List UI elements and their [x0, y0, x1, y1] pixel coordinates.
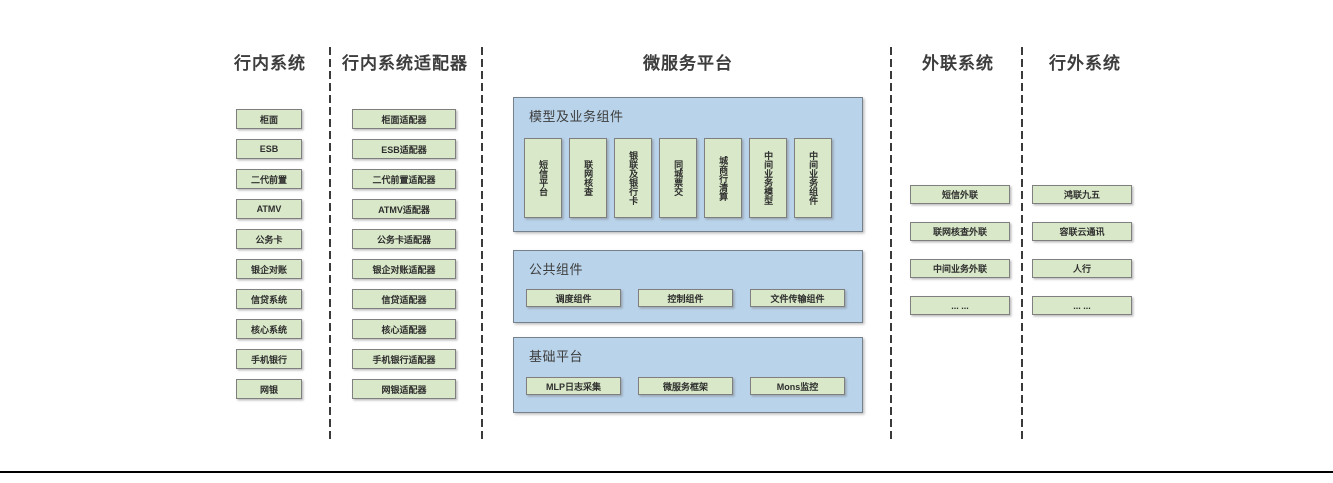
- model-component-list: 短信平台联网核查银联及银行卡同城票交城商行清算中间业务模型中间业务组件: [524, 138, 832, 218]
- outreach-system-list: 短信外联联网核查外联中间业务外联 ... ...: [910, 185, 1010, 315]
- bottom-rule-line: [0, 471, 1333, 473]
- public-component-node: 文件传输组件: [750, 289, 845, 307]
- outreach-system-node: ... ...: [910, 296, 1010, 315]
- inbank-system-node: ATMV: [236, 199, 302, 219]
- public-component-node: 控制组件: [638, 289, 733, 307]
- inbank-system-node: 网银: [236, 379, 302, 399]
- divider-line-3: [890, 47, 892, 443]
- column-header-adapters: 行内系统适配器: [342, 54, 468, 73]
- adapter-list: 柜面适配器 ESB适配器二代前置适配器 ATMV适配器公务卡适配器银企对账适配器信贷…: [352, 109, 456, 399]
- outbank-system-list: 鸿联九五容联云通讯人行 ... ...: [1032, 185, 1132, 315]
- outreach-system-node: 联网核查外联: [910, 222, 1010, 241]
- model-component-node: 联网核查: [569, 138, 607, 218]
- outreach-system-node: 中间业务外联: [910, 259, 1010, 278]
- inbank-system-node: ESB: [236, 139, 302, 159]
- adapter-node: 手机银行适配器: [352, 349, 456, 369]
- outbank-system-node: 鸿联九五: [1032, 185, 1132, 204]
- inbank-system-node: 银企对账: [236, 259, 302, 279]
- adapter-node: 公务卡适配器: [352, 229, 456, 249]
- panel-label: 基础平台: [529, 349, 584, 364]
- divider-line-2: [481, 47, 483, 443]
- outbank-system-node: ... ...: [1032, 296, 1132, 315]
- model-component-node: 城商行清算: [704, 138, 742, 218]
- column-header-outbank: 行外系统: [1049, 54, 1121, 73]
- adapter-node: 网银适配器: [352, 379, 456, 399]
- model-component-node: 短信平台: [524, 138, 562, 218]
- inbank-system-node: 二代前置: [236, 169, 302, 189]
- divider-line-4: [1021, 47, 1023, 443]
- model-component-node: 中间业务组件: [794, 138, 832, 218]
- column-header-platform: 微服务平台: [643, 54, 733, 73]
- outreach-system-node: 短信外联: [910, 185, 1010, 204]
- panel-base-platform: 基础平台 MLP日志采集微服务框架 Mons监控: [513, 337, 863, 413]
- base-platform-list: MLP日志采集微服务框架 Mons监控: [526, 377, 845, 395]
- adapter-node: 银企对账适配器: [352, 259, 456, 279]
- base-platform-node: MLP日志采集: [526, 377, 621, 395]
- adapter-node: ATMV适配器: [352, 199, 456, 219]
- public-component-list: 调度组件控制组件文件传输组件: [526, 289, 845, 307]
- adapter-node: ESB适配器: [352, 139, 456, 159]
- outbank-system-node: 容联云通讯: [1032, 222, 1132, 241]
- inbank-system-list: 柜面 ESB 二代前置 ATMV 公务卡银企对账信贷系统核心系统手机银行网银: [236, 109, 302, 399]
- inbank-system-node: 核心系统: [236, 319, 302, 339]
- adapter-node: 核心适配器: [352, 319, 456, 339]
- model-component-node: 同城票交: [659, 138, 697, 218]
- inbank-system-node: 手机银行: [236, 349, 302, 369]
- panel-label: 公共组件: [529, 262, 584, 277]
- outbank-system-node: 人行: [1032, 259, 1132, 278]
- model-component-node: 中间业务模型: [749, 138, 787, 218]
- public-component-node: 调度组件: [526, 289, 621, 307]
- column-header-outreach: 外联系统: [922, 54, 994, 73]
- divider-line-1: [329, 47, 331, 443]
- inbank-system-node: 信贷系统: [236, 289, 302, 309]
- adapter-node: 二代前置适配器: [352, 169, 456, 189]
- adapter-node: 柜面适配器: [352, 109, 456, 129]
- panel-label: 模型及业务组件: [529, 109, 624, 124]
- panel-model-business-components: 模型及业务组件 短信平台联网核查银联及银行卡同城票交城商行清算中间业务模型中间业…: [513, 97, 863, 232]
- column-header-inbank: 行内系统: [234, 54, 306, 73]
- base-platform-node: 微服务框架: [638, 377, 733, 395]
- panel-public-components: 公共组件 调度组件控制组件文件传输组件: [513, 250, 863, 323]
- model-component-node: 银联及银行卡: [614, 138, 652, 218]
- adapter-node: 信贷适配器: [352, 289, 456, 309]
- inbank-system-node: 公务卡: [236, 229, 302, 249]
- inbank-system-node: 柜面: [236, 109, 302, 129]
- base-platform-node: Mons监控: [750, 377, 845, 395]
